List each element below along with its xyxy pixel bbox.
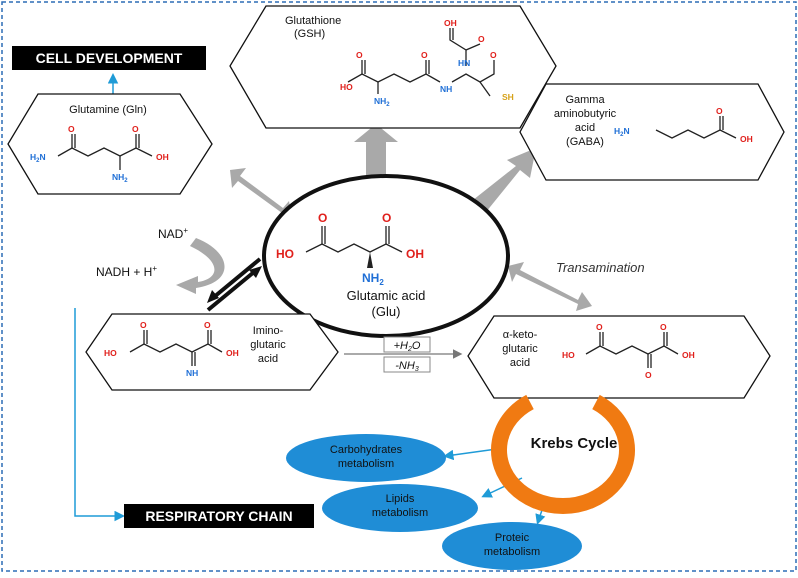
imino-oh: OH bbox=[226, 348, 239, 358]
glutamic-abbr: (Glu) bbox=[372, 304, 401, 319]
cell-development-box bbox=[12, 46, 206, 70]
akg-line2: glutaric bbox=[502, 343, 538, 355]
proteic-ellipse: Proteic metabolism bbox=[442, 522, 582, 570]
glutathione-node: Glutathione (GSH) O HO NH2 O NH HN O OH … bbox=[229, 5, 557, 129]
gln-o1: O bbox=[68, 124, 75, 134]
krebs-cycle: Krebs Cycle bbox=[491, 394, 635, 514]
lipids-line1: Lipids bbox=[386, 493, 415, 505]
imino-line1: Imino- bbox=[253, 325, 284, 337]
plus-h2o-label: +H2O bbox=[394, 340, 421, 353]
gln-oh: OH bbox=[156, 152, 169, 162]
carbohydrates-line1: Carbohydrates bbox=[330, 444, 403, 456]
gray-arrows bbox=[176, 124, 592, 311]
imino-o1: O bbox=[140, 320, 147, 330]
transamination-label: Transamination bbox=[556, 260, 645, 275]
alpha-ketoglutaric-node: α-keto- glutaric acid O O HO OH O bbox=[467, 315, 771, 399]
gsh-o4: O bbox=[478, 34, 485, 44]
akg-oh: OH bbox=[682, 350, 695, 360]
glu-o2: O bbox=[382, 211, 391, 225]
imino-line2: glutaric bbox=[250, 339, 286, 351]
gln-nh2: NH2 bbox=[112, 172, 128, 184]
black-arrows bbox=[206, 257, 262, 312]
gsh-ho: HO bbox=[340, 82, 353, 92]
gln-o2: O bbox=[132, 124, 139, 134]
krebs-label: Krebs Cycle bbox=[531, 435, 618, 452]
glutamine-name: Glutamine (Gln) bbox=[69, 104, 147, 116]
gsh-hn: HN bbox=[458, 58, 470, 68]
imino-o2: O bbox=[204, 320, 211, 330]
gaba-line3: acid bbox=[575, 122, 595, 134]
akg-line1: α-keto- bbox=[503, 329, 538, 341]
akg-o3: O bbox=[645, 370, 652, 380]
carbohydrates-line2: metabolism bbox=[338, 458, 394, 470]
gaba-o: O bbox=[716, 106, 723, 116]
gaba-line2: aminobutyric bbox=[554, 108, 617, 120]
gln-h2n: H2N bbox=[30, 152, 46, 164]
arrow-nad-curve bbox=[176, 238, 225, 294]
nad-label: NAD+ bbox=[158, 226, 188, 241]
arrow-glutamine-glu bbox=[230, 168, 292, 220]
gsh-sh: SH bbox=[502, 92, 514, 102]
gaba-line1: Gamma bbox=[565, 94, 605, 106]
imino-nh: NH bbox=[186, 368, 198, 378]
respiratory-chain-box bbox=[124, 504, 314, 528]
carbohydrates-ellipse: Carbohydrates metabolism bbox=[286, 434, 446, 482]
gsh-o3: O bbox=[490, 50, 497, 60]
respiratory-chain-label: RESPIRATORY CHAIN bbox=[145, 508, 292, 524]
lipids-line2: metabolism bbox=[372, 507, 428, 519]
gaba-line4: (GABA) bbox=[566, 136, 604, 148]
glutathione-abbr: (GSH) bbox=[294, 28, 325, 40]
arrow-to-glutathione bbox=[354, 124, 398, 178]
akg-o2: O bbox=[660, 322, 667, 332]
gaba-node: Gamma aminobutyric acid (GABA) H2N O OH bbox=[519, 83, 785, 181]
hydrolysis-arrow: +H2O -NH3 bbox=[344, 336, 463, 373]
proteic-line2: metabolism bbox=[484, 546, 540, 558]
glutathione-name: Glutathione bbox=[285, 15, 341, 27]
akg-ho: HO bbox=[562, 350, 575, 360]
proteic-line1: Proteic bbox=[495, 532, 530, 544]
gsh-o1: O bbox=[356, 50, 363, 60]
gaba-h2n: H2N bbox=[614, 126, 630, 138]
iminoglutaric-node: O O HO OH NH Imino- glutaric acid bbox=[85, 313, 339, 391]
glu-nh2: NH2 bbox=[362, 271, 384, 287]
imino-ho: HO bbox=[104, 348, 117, 358]
glu-oh: OH bbox=[406, 247, 424, 261]
glutamic-name: Glutamic acid bbox=[347, 288, 426, 303]
nadh-label: NADH + H+ bbox=[96, 264, 157, 279]
cell-development-label: CELL DEVELOPMENT bbox=[36, 50, 183, 66]
glu-o1: O bbox=[318, 211, 327, 225]
arrow-to-gaba bbox=[473, 148, 536, 212]
gaba-oh: OH bbox=[740, 134, 753, 144]
gsh-nh2: NH2 bbox=[374, 96, 390, 108]
gsh-oh-top: OH bbox=[444, 18, 457, 28]
glutamine-node: Glutamine (Gln) O O H2N OH NH2 bbox=[7, 93, 213, 195]
glu-ho: HO bbox=[276, 247, 294, 261]
arrow-glu-akg bbox=[508, 262, 592, 311]
gsh-nh-1: NH bbox=[440, 84, 452, 94]
akg-line3: acid bbox=[510, 357, 530, 369]
glutamic-acid-node: O O HO OH NH2 Glutamic acid (Glu) bbox=[262, 174, 510, 338]
krebs-ring bbox=[491, 394, 635, 514]
akg-o1: O bbox=[596, 322, 603, 332]
minus-nh3-label: -NH3 bbox=[395, 360, 419, 373]
imino-line3: acid bbox=[258, 353, 278, 365]
lipids-ellipse: Lipids metabolism bbox=[322, 484, 478, 532]
gsh-o2: O bbox=[421, 50, 428, 60]
